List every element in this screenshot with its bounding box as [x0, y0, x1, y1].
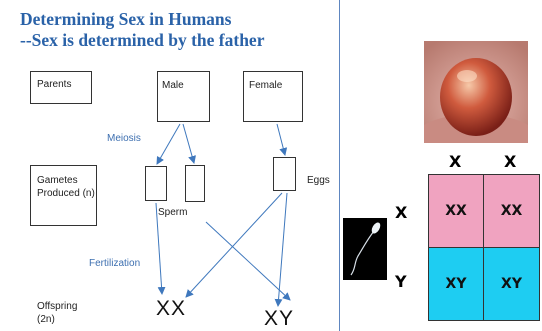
punnett-col-header-1: X: [449, 152, 461, 171]
punnett-cell-2-2: XY: [483, 247, 540, 321]
meiosis-arrow-egg: [277, 124, 285, 155]
divider: [339, 0, 340, 331]
punnett-row-header-x: X: [395, 203, 407, 222]
sperm-x-to-xx-arrow: [156, 203, 162, 294]
meiosis-arrow-left: [157, 124, 180, 164]
meiosis-arrow-right: [183, 124, 194, 163]
punnett-col-header-2: X: [504, 152, 516, 171]
punnett-cell-2-1: XY: [428, 247, 484, 321]
punnett-cell-1-2: XX: [483, 174, 540, 248]
egg-image: [424, 41, 528, 143]
punnett-row-header-y: Y: [395, 272, 407, 291]
punnett-cell-1-1: XX: [428, 174, 484, 248]
sperm-image: [343, 218, 387, 280]
egg-to-xx-arrow: [186, 193, 282, 297]
egg-to-xy-arrow: [278, 193, 287, 306]
